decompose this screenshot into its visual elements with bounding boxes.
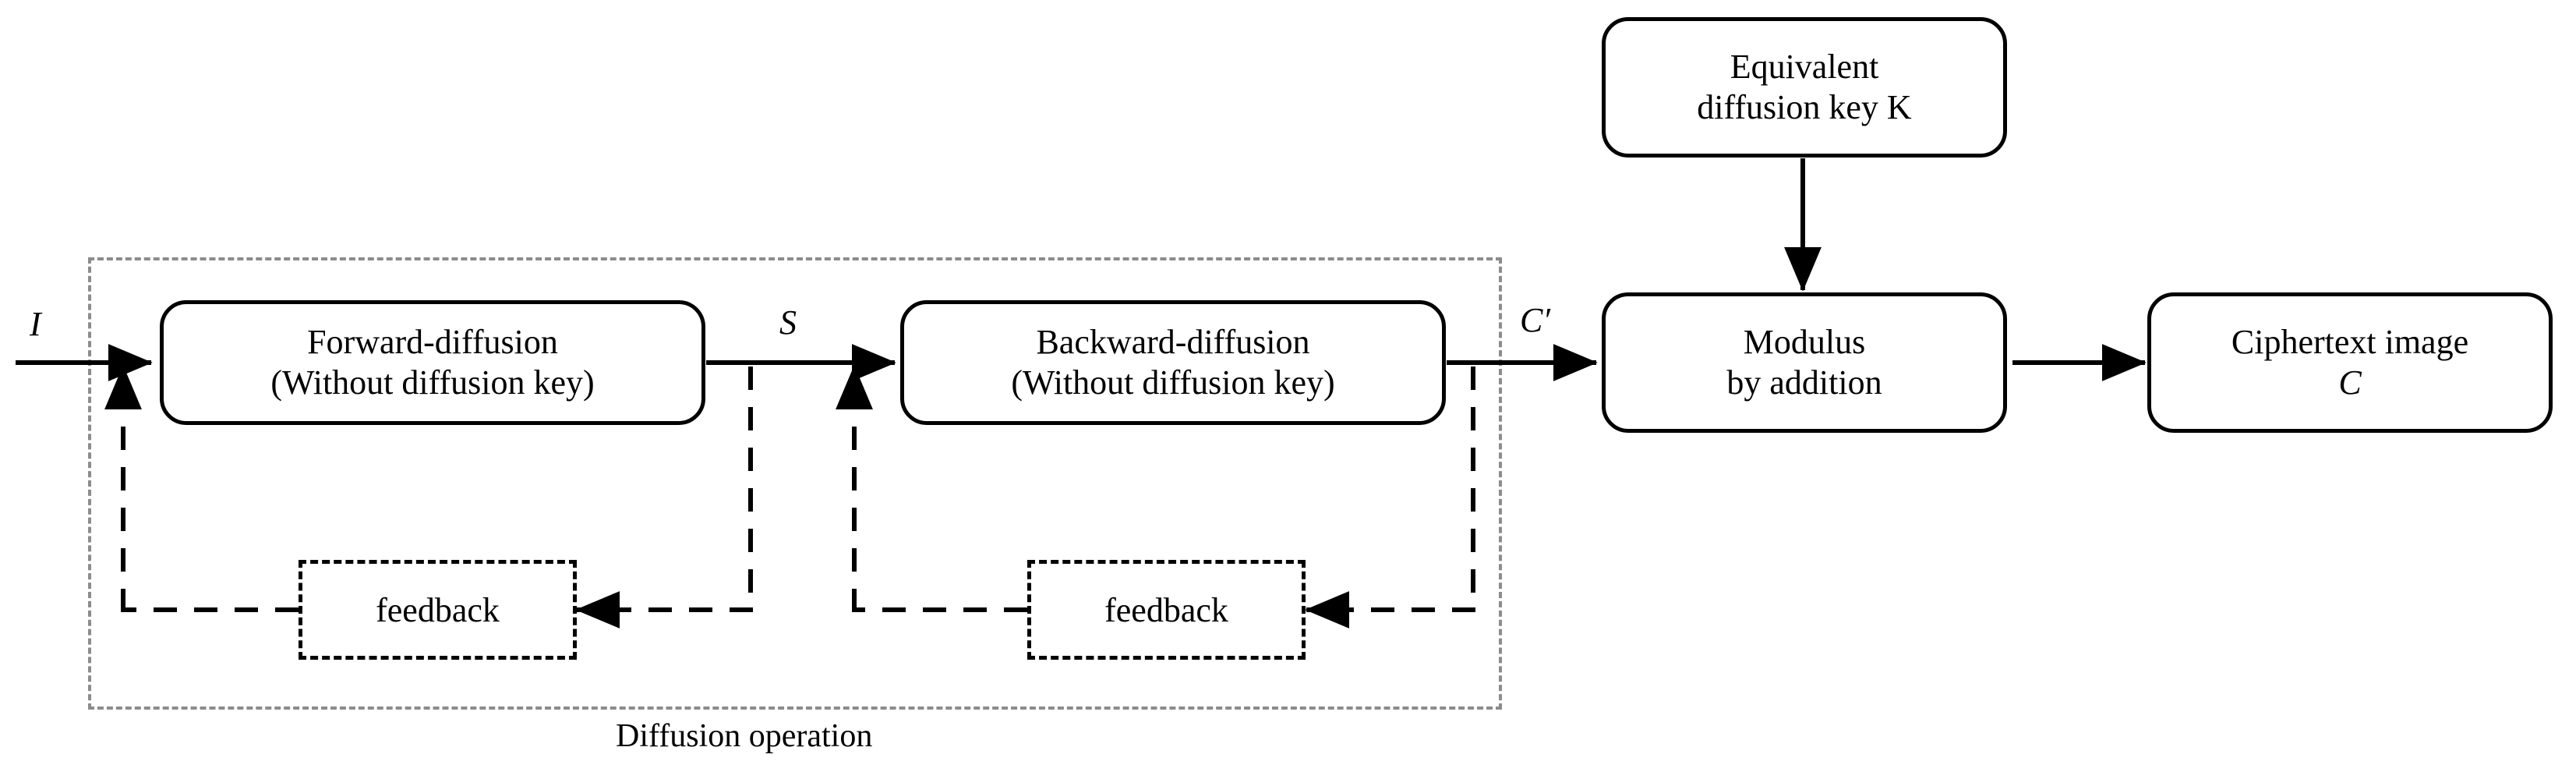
node-modulus-by-addition[interactable]: Modulus by addition: [1602, 292, 2007, 433]
node-forward-diffusion-line2: (Without diffusion key): [270, 363, 595, 402]
feedback-box-left[interactable]: feedback: [299, 560, 577, 660]
feedback-box-right-label: feedback: [1104, 590, 1228, 629]
node-ciphertext-line2: C: [2338, 363, 2362, 402]
node-backward-diffusion-line1: Backward-diffusion: [1036, 323, 1310, 362]
node-forward-diffusion-line1: Forward-diffusion: [307, 323, 558, 362]
node-modulus-line1: Modulus: [1743, 323, 1866, 362]
node-forward-diffusion[interactable]: Forward-diffusion (Without diffusion key…: [160, 300, 705, 425]
node-backward-diffusion[interactable]: Backward-diffusion (Without diffusion ke…: [900, 300, 1446, 425]
feedback-box-right[interactable]: feedback: [1027, 560, 1306, 660]
edge-label-input: I: [30, 305, 41, 343]
node-equivalent-key-line2: diffusion key K: [1697, 88, 1912, 126]
feedback-box-left-label: feedback: [376, 590, 500, 629]
node-backward-diffusion-line2: (Without diffusion key): [1011, 363, 1335, 402]
node-ciphertext-image[interactable]: Ciphertext image C: [2147, 292, 2553, 433]
edge-label-c-prime: C′: [1520, 301, 1550, 339]
diagram-caption: Diffusion operation: [616, 718, 873, 754]
diffusion-operation-group: [88, 257, 1502, 710]
edge-label-s: S: [779, 303, 797, 342]
node-modulus-line2: by addition: [1726, 363, 1882, 402]
node-equivalent-diffusion-key[interactable]: Equivalent diffusion key K: [1602, 17, 2007, 158]
node-equivalent-key-line1: Equivalent: [1730, 48, 1879, 87]
node-ciphertext-line1: Ciphertext image: [2231, 323, 2469, 362]
